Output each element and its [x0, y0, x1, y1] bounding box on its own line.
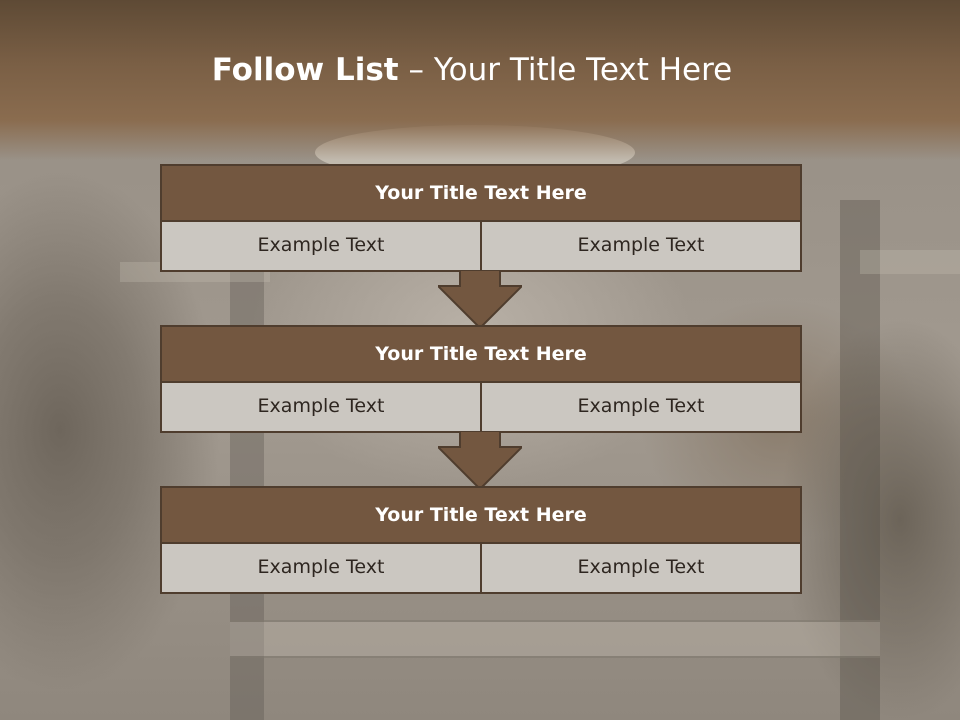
- block-cell-left: Example Text: [160, 222, 482, 272]
- block-cell-left: Example Text: [160, 383, 482, 433]
- block-row: Example Text Example Text: [160, 222, 802, 272]
- down-arrow-icon: [438, 270, 522, 328]
- block-row: Example Text Example Text: [160, 544, 802, 594]
- block-title: Your Title Text Here: [160, 164, 802, 222]
- header-band: [0, 0, 960, 160]
- down-arrow-icon: [438, 431, 522, 489]
- list-block-2: Your Title Text Here Example Text Exampl…: [160, 325, 802, 433]
- block-cell-right: Example Text: [482, 222, 802, 272]
- block-cell-left: Example Text: [160, 544, 482, 594]
- background-bench-board: [230, 620, 880, 658]
- block-cell-right: Example Text: [482, 383, 802, 433]
- block-row: Example Text Example Text: [160, 383, 802, 433]
- background-bench-arm: [860, 250, 960, 274]
- block-title: Your Title Text Here: [160, 325, 802, 383]
- block-cell-right: Example Text: [482, 544, 802, 594]
- list-block-3: Your Title Text Here Example Text Exampl…: [160, 486, 802, 594]
- slide-title-bold: Follow List: [211, 52, 399, 88]
- list-block-1: Your Title Text Here Example Text Exampl…: [160, 164, 802, 272]
- slide-title: Follow List – Your Title Text Here: [0, 52, 944, 88]
- slide-title-rest: – Your Title Text Here: [408, 52, 733, 88]
- block-title: Your Title Text Here: [160, 486, 802, 544]
- background-bench-post: [840, 200, 880, 720]
